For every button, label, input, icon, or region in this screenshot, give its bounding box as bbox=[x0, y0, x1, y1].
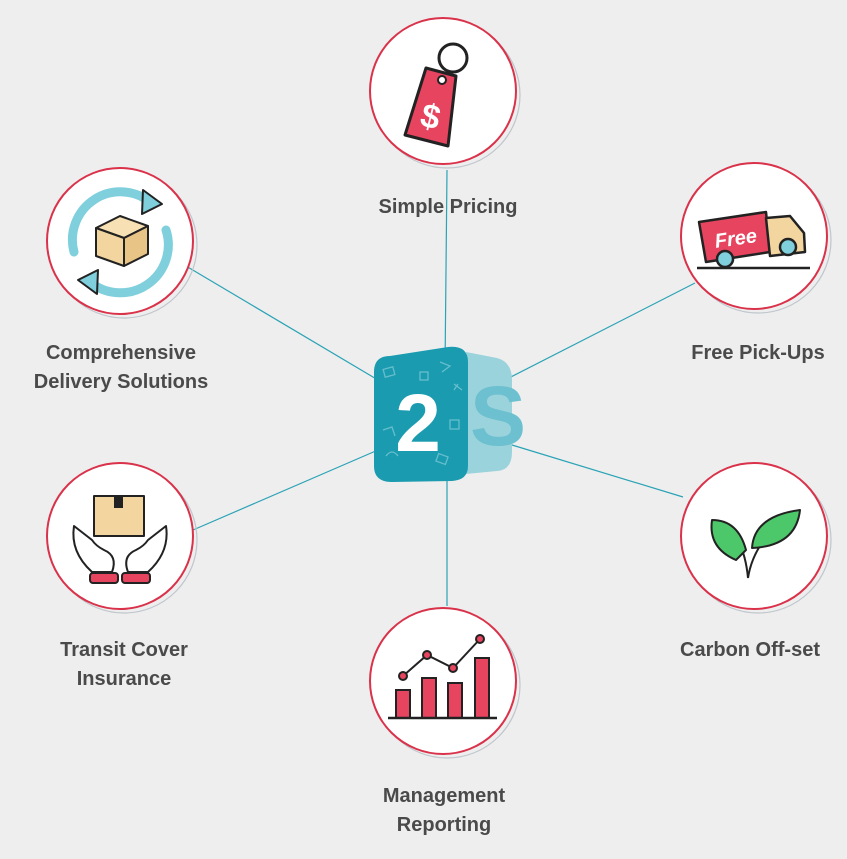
node-pickups: Free bbox=[680, 162, 832, 314]
label-insurance: Transit Cover Insurance bbox=[24, 636, 224, 694]
connectors bbox=[185, 169, 696, 606]
label-pricing: Simple Pricing bbox=[348, 193, 548, 222]
logo-letter: S bbox=[470, 369, 526, 463]
connector-carbon bbox=[511, 444, 684, 498]
box-cycle-icon bbox=[67, 187, 173, 298]
logo-pattern bbox=[382, 361, 463, 466]
node-carbon bbox=[680, 462, 832, 614]
label-line-1: Carbon Off-set bbox=[680, 639, 820, 661]
label-line-1: Transit Cover bbox=[60, 639, 188, 661]
connector-pricing bbox=[444, 169, 448, 371]
label-line-2: Insurance bbox=[76, 668, 172, 690]
label-pickups: Free Pick-Ups bbox=[658, 339, 847, 368]
logo-side-panel bbox=[466, 352, 512, 474]
connector-insurance bbox=[192, 449, 379, 531]
label-line-1: Comprehensive bbox=[45, 342, 197, 364]
node-reporting bbox=[369, 607, 521, 759]
leaves-icon bbox=[710, 509, 801, 579]
logo-main-tile bbox=[374, 346, 468, 482]
label-line-1: Management bbox=[382, 785, 506, 807]
delivery-truck-icon: Free bbox=[697, 210, 810, 270]
node-insurance bbox=[46, 462, 198, 614]
label-line-2: Delivery Solutions bbox=[33, 371, 209, 393]
price-tag-icon: $ bbox=[403, 42, 469, 148]
bar-chart-icon bbox=[388, 634, 497, 720]
node-inner-ring bbox=[369, 607, 517, 755]
connector-pickups bbox=[504, 282, 696, 381]
logo-digit: 2 bbox=[395, 378, 441, 469]
center-logo: S 2 bbox=[374, 346, 526, 482]
label-line-1: Simple Pricing bbox=[378, 196, 518, 218]
label-carbon: Carbon Off-set bbox=[650, 636, 847, 665]
hands-box-icon bbox=[72, 495, 168, 584]
label-delivery: Comprehensive Delivery Solutions bbox=[11, 339, 231, 397]
label-line-2: Reporting bbox=[396, 814, 492, 836]
node-delivery bbox=[46, 167, 198, 319]
node-pricing: $ bbox=[369, 17, 521, 169]
label-reporting: Management Reporting bbox=[344, 782, 544, 840]
connector-delivery bbox=[185, 265, 379, 381]
label-line-1: Free Pick-Ups bbox=[691, 342, 825, 364]
